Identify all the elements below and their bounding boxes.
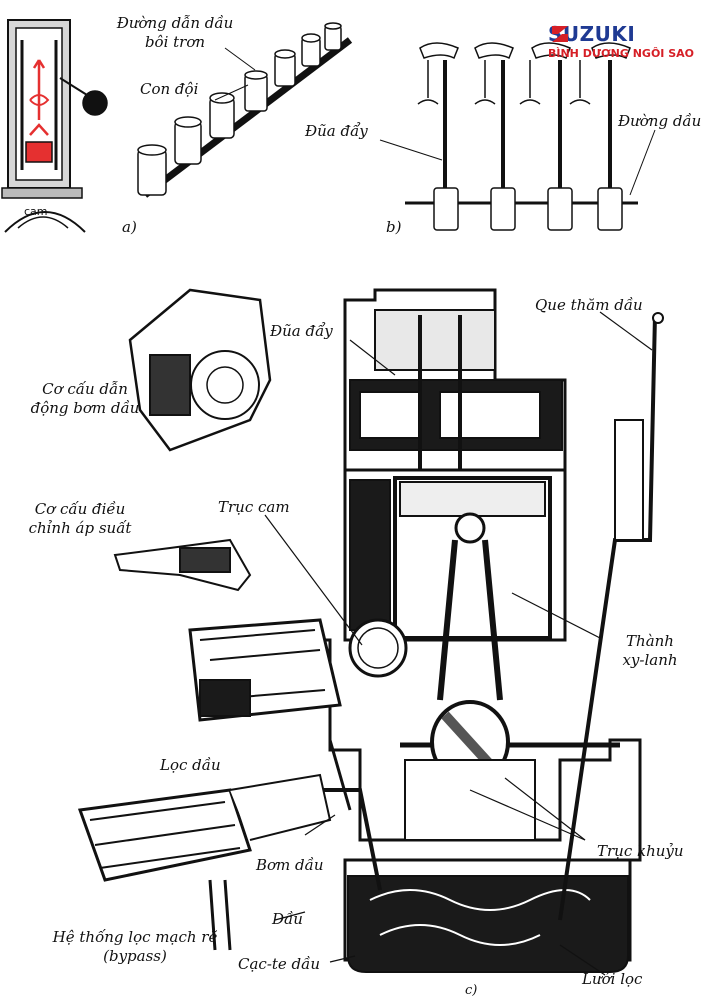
cam-label: cam (24, 205, 48, 218)
pressure-regulator-label: Cơ cấu điều chỉnh áp suất (28, 500, 132, 537)
oil-line-label: Đường dầu (618, 112, 702, 130)
oil-pan-label: Cạc-te dầu (238, 955, 321, 973)
crankshaft-label: Trục khuỷu (597, 842, 684, 860)
pump-drive-label: Cơ cấu dẫn động bơm dầu (30, 380, 140, 417)
panel-a-drawing (1, 19, 353, 233)
panel-c-drawing (77, 288, 664, 976)
dealer-name: BÌNH DƯƠNG NGÔI SAO (548, 47, 695, 60)
tappet-label: Con đội (140, 80, 199, 98)
push-rod-label-b: Đũa đẩy (305, 122, 368, 140)
camshaft-label: Trục cam (218, 498, 290, 516)
oil-pump-label: Bơm dầu (256, 856, 324, 874)
oil-channel-label: Đường dẫn dầu bôi trơn (116, 14, 234, 51)
push-rod-label-c: Đũa đẩy (270, 322, 333, 340)
strainer-label: Lưới lọc (582, 970, 643, 988)
dipstick-label: Que thăm dầu (535, 296, 643, 314)
dealer-logo: SUZUKI BÌNH DƯƠNG NGÔI SAO (548, 22, 708, 60)
caption-a: a) (122, 218, 137, 236)
panel-b-drawing (379, 42, 656, 231)
suzuki-s-icon (552, 26, 568, 42)
cylinder-wall-label: Thành xy-lanh (622, 632, 678, 669)
caption-b: b) (386, 218, 402, 236)
oil-filter-label: Lọc dầu (160, 756, 221, 774)
oil-label: Dầu (272, 910, 303, 928)
caption-c: c) (465, 983, 478, 998)
bypass-filter-label: Hệ thống lọc mạch rẽ (bypass) (52, 928, 218, 965)
